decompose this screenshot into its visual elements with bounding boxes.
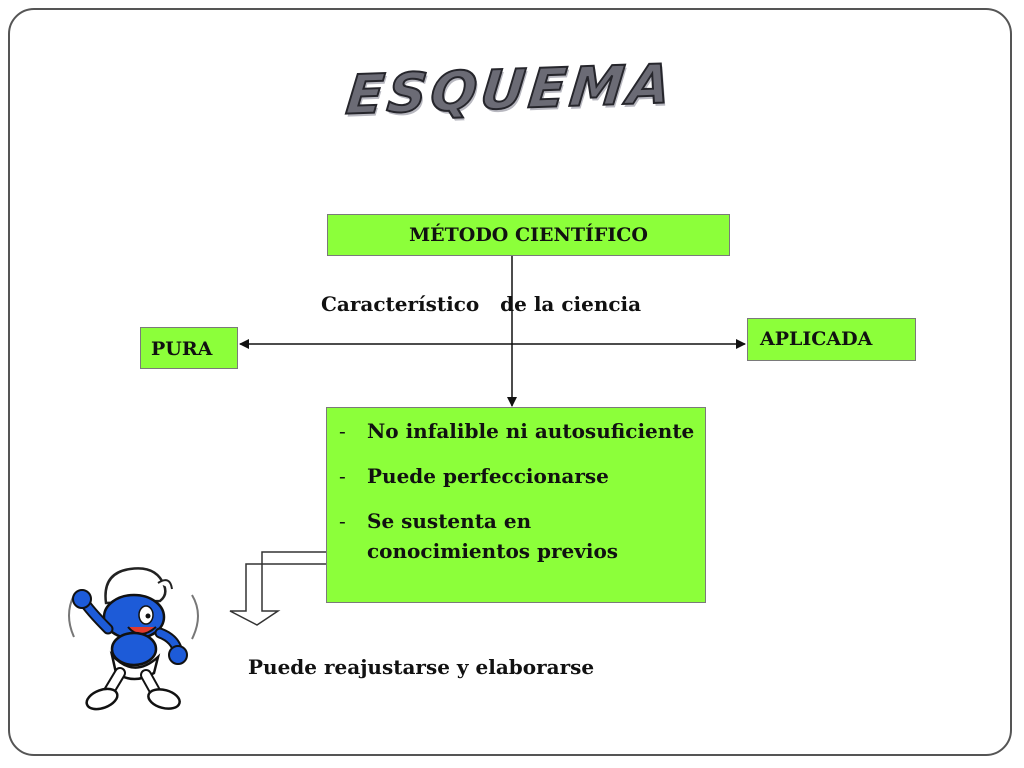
feature-text: No infalible ni autosuficiente (367, 419, 695, 443)
node-metodo-label: MÉTODO CIENTÍFICO (409, 224, 648, 246)
feature-dash: - (339, 419, 346, 443)
feature-item: - Puede perfeccionarse (339, 461, 695, 491)
node-pura-label: PURA (151, 338, 213, 360)
feature-text: Puede perfeccionarse (367, 464, 609, 488)
node-aplicada: APLICADA (747, 318, 916, 361)
smurf-cartoon-icon (68, 567, 199, 711)
feature-dash: - (339, 464, 346, 488)
reajustarse-caption: Puede reajustarse y elaborarse (248, 655, 595, 679)
node-metodo-cientifico: MÉTODO CIENTÍFICO (327, 214, 730, 256)
feature-item: - Se sustenta en conocimientos previos (339, 506, 695, 566)
node-aplicada-label: APLICADA (760, 328, 873, 350)
feature-dash: - (339, 509, 346, 533)
feature-list: - No infalible ni autosuficiente - Puede… (339, 416, 695, 566)
caracteristico-caption: Característico de la ciencia (321, 292, 642, 316)
node-pura: PURA (140, 327, 238, 369)
feature-item: - No infalible ni autosuficiente (339, 416, 695, 446)
feature-text: Se sustenta en conocimientos previos (367, 509, 619, 563)
reajustarse-block-arrow (229, 551, 353, 626)
slide-frame (8, 8, 1012, 756)
node-features: - No infalible ni autosuficiente - Puede… (326, 407, 706, 603)
